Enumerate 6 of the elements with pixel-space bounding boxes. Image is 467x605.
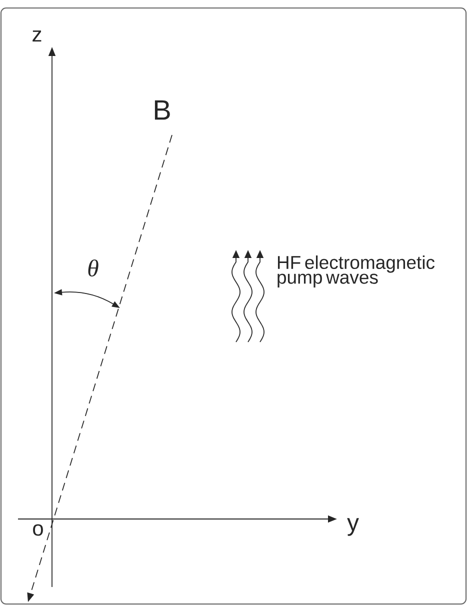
axis-label: z (32, 30, 42, 42)
angle-label: θ (88, 260, 98, 277)
axis-label: y (347, 518, 359, 536)
field-label: B (154, 100, 170, 120)
origin-label: o (33, 524, 43, 536)
wave-caption: HF electromagnetic pump waves (278, 255, 435, 288)
